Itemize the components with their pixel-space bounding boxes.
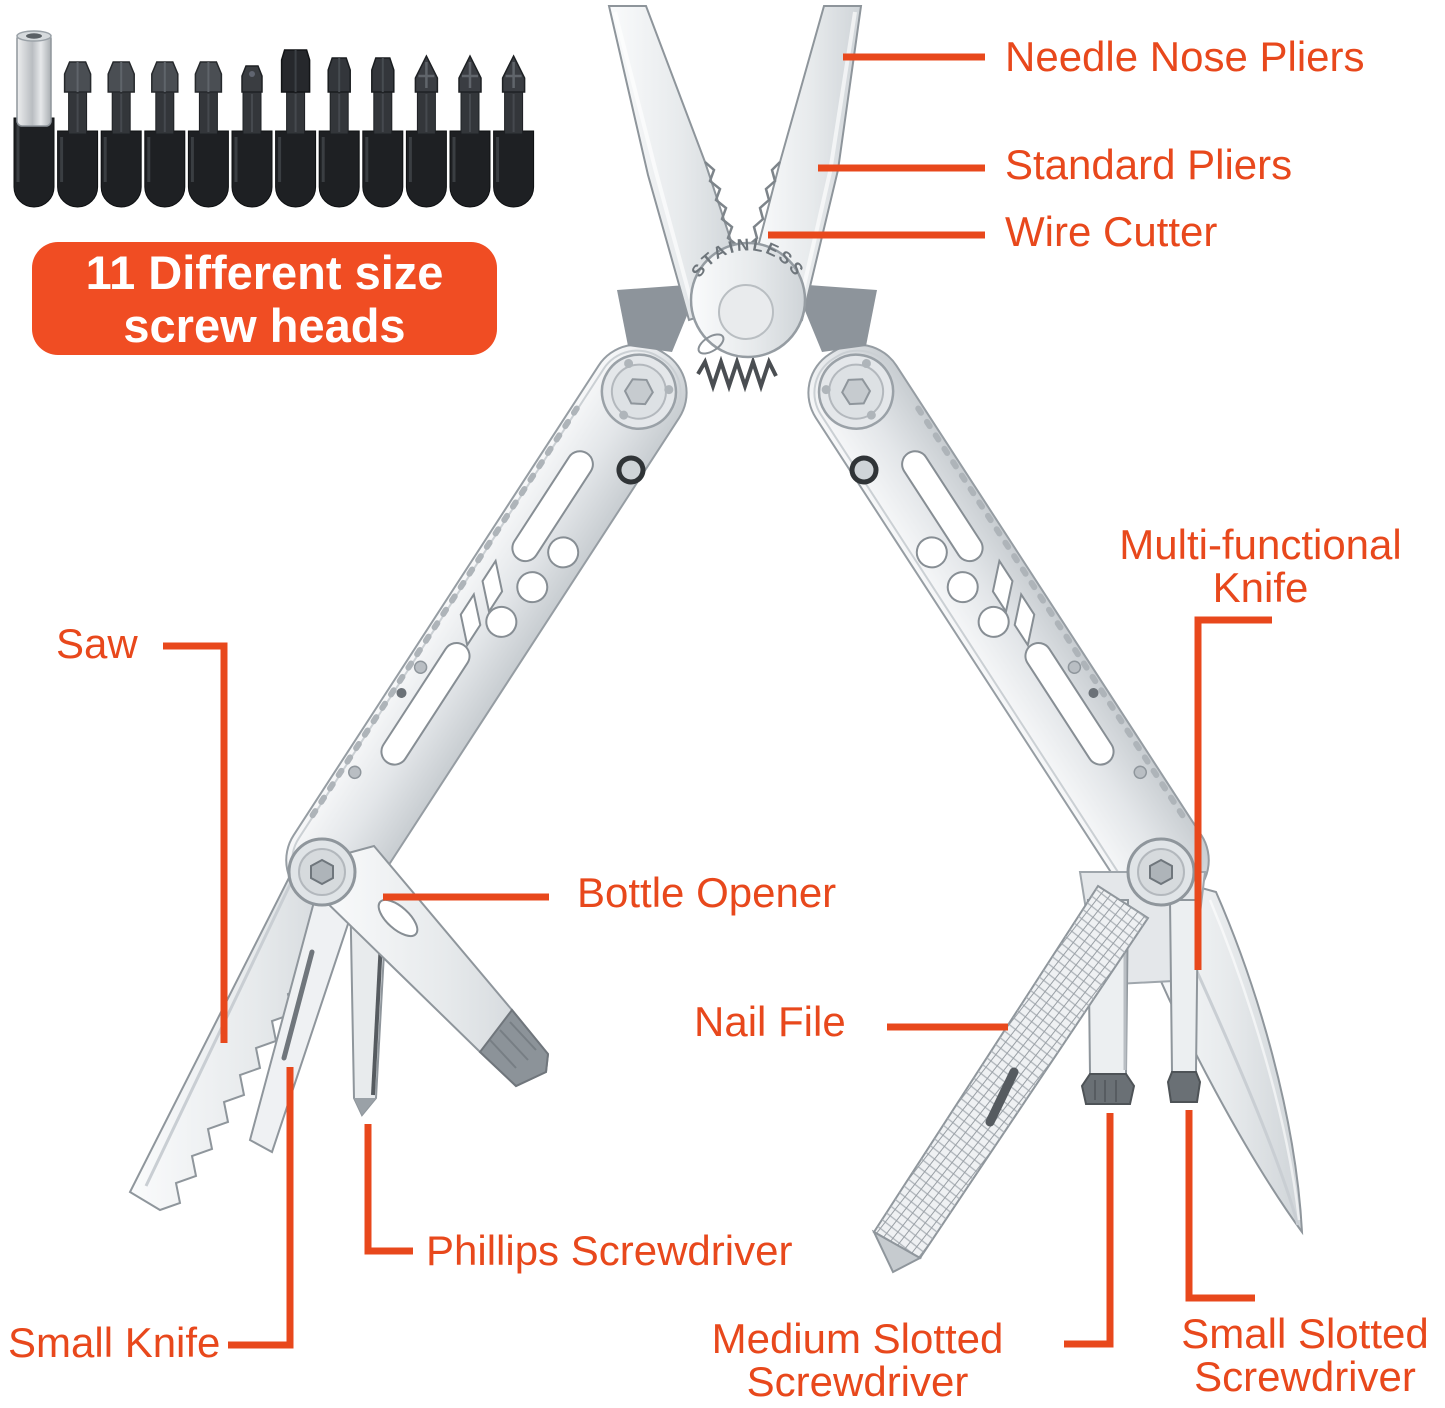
bit-torx bbox=[231, 65, 273, 208]
jaw-serrations bbox=[746, 161, 781, 259]
medium-slotted-callout-line bbox=[1064, 1113, 1114, 1348]
handle-slot bbox=[1024, 641, 1115, 766]
handle-pivot-screw bbox=[817, 353, 895, 430]
bit-phillips bbox=[493, 54, 535, 208]
small-slotted-callout-line bbox=[1185, 1110, 1255, 1302]
jaw-serrations bbox=[704, 161, 740, 259]
bit-phillips bbox=[449, 54, 491, 208]
label-standard-pliers: Standard Pliers bbox=[1005, 141, 1293, 188]
nail-file-tool bbox=[871, 884, 1150, 1274]
label-nail-file: Nail File bbox=[694, 998, 846, 1045]
bit-wide-slotted bbox=[275, 49, 317, 208]
spring bbox=[696, 355, 778, 393]
bit-slotted bbox=[362, 57, 404, 208]
bit-hex bbox=[144, 61, 186, 208]
handle-slot bbox=[901, 450, 984, 563]
stamp-mark bbox=[697, 333, 725, 355]
handle-slot bbox=[380, 641, 471, 766]
label-bottle-opener: Bottle Opener bbox=[577, 869, 837, 916]
lower-pivot-screw-left bbox=[287, 837, 357, 907]
screw-bits-strip bbox=[13, 30, 535, 208]
bottle-opener-tool bbox=[316, 844, 550, 1088]
left-tools bbox=[128, 844, 550, 1212]
bit-slotted bbox=[318, 57, 360, 208]
bit-hex bbox=[100, 61, 142, 208]
badge-line1: 11 Different size bbox=[85, 246, 444, 299]
bit-hex bbox=[57, 61, 99, 208]
small-screw bbox=[616, 455, 646, 485]
label-phillips-screwdriver: Phillips Screwdriver bbox=[426, 1227, 793, 1274]
label-needle-nose-pliers: Needle Nose Pliers bbox=[1005, 33, 1365, 80]
label-small-slotted-screwdriver: Small Slotted Screwdriver bbox=[1181, 1310, 1429, 1400]
label-small-knife: Small Knife bbox=[8, 1319, 221, 1366]
screw-heads-badge: 11 Different size screw heads bbox=[32, 242, 497, 355]
multi-functional-knife-callout-line bbox=[1194, 616, 1272, 970]
label-saw: Saw bbox=[56, 620, 138, 667]
left-handle bbox=[285, 343, 688, 910]
label-wire-cutter: Wire Cutter bbox=[1005, 208, 1218, 255]
phillips-screwdriver-callout-line bbox=[364, 1124, 413, 1255]
small-knife-callout-line bbox=[228, 1067, 294, 1349]
grip-ridges bbox=[915, 405, 1189, 823]
handle-pivot-screw bbox=[600, 353, 678, 430]
callout-lines bbox=[163, 53, 1272, 1349]
label-multi-functional-knife: Multi-functional Knife bbox=[1119, 521, 1402, 611]
small-screw bbox=[849, 455, 879, 485]
pliers-head: STAINLESS bbox=[607, 5, 877, 359]
label-medium-slotted-screwdriver: Medium Slotted Screwdriver bbox=[711, 1315, 1004, 1405]
bit-phillips bbox=[405, 54, 447, 208]
handle-slot bbox=[511, 450, 594, 563]
bit-hex bbox=[187, 61, 229, 208]
small-slotted-screwdriver-tool bbox=[1166, 899, 1202, 1103]
cap-lifter-hole bbox=[377, 898, 419, 938]
grip-ridges bbox=[306, 405, 580, 823]
badge-line2: screw heads bbox=[123, 298, 406, 352]
saw-callout-line bbox=[163, 642, 228, 1043]
lower-pivot-screw-right bbox=[1126, 837, 1196, 907]
right-handle bbox=[807, 343, 1210, 910]
bit-adapter bbox=[13, 30, 55, 208]
right-tools bbox=[871, 871, 1304, 1274]
